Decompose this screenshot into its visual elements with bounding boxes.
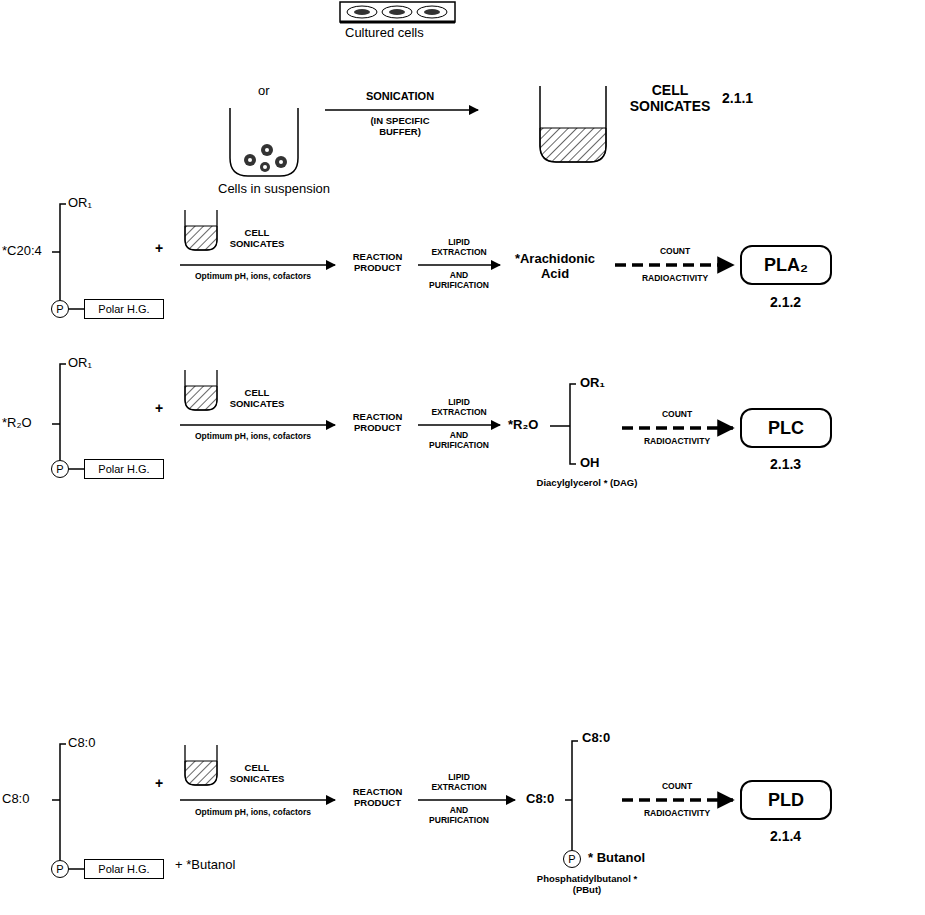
label-text: 2.1.1 (722, 90, 753, 106)
phosphate-circle: P (51, 300, 69, 318)
node-text: P (56, 303, 63, 315)
headgroup-box: Polar H.G. (84, 859, 164, 879)
label-text: COUNT (647, 410, 707, 420)
label-text: CELL SONICATES (222, 388, 292, 410)
label-text: OR₁ (580, 376, 605, 391)
label-text: *Arachidonic Acid (505, 252, 605, 282)
headgroup-box: Polar H.G. (84, 299, 164, 319)
label-text: + *Butanol (175, 858, 235, 873)
node-text: Polar H.G. (98, 463, 149, 475)
label-text: OR₁ (68, 356, 92, 371)
label-text: RADIOACTIVITY (632, 809, 722, 819)
label-text: CELL SONICATES (625, 82, 715, 114)
label-text: + (155, 775, 163, 791)
label-text: COUNT (647, 782, 707, 792)
label-text: AND PURIFICATION (420, 271, 498, 291)
node-text: P (56, 463, 63, 475)
label-text: Phosphatidylbutanol * (PBut) (532, 874, 642, 896)
label-text: Diacylglycerol * (DAG) (532, 478, 642, 489)
label-text: + (155, 400, 163, 416)
enzyme-box: PLD (740, 780, 832, 820)
label-text: AND PURIFICATION (420, 806, 498, 826)
label-text: REACTION PRODUCT (340, 787, 415, 809)
label-text: *C20:4 (2, 244, 42, 259)
label-text: or (258, 84, 270, 99)
bond-line (69, 308, 84, 310)
label-text: 2.1.3 (770, 456, 801, 472)
node-text: PLD (768, 790, 804, 811)
label-text: LIPID EXTRACTION (420, 773, 498, 793)
phosphate-circle: P (51, 860, 69, 878)
lipid-skeletons (52, 204, 578, 860)
node-text: PLC (768, 418, 804, 439)
label-text: Optimum pH, ions, cofactors (188, 808, 318, 818)
label-text: OH (580, 456, 600, 471)
label-text: Cultured cells (345, 26, 424, 41)
label-text: RADIOACTIVITY (632, 437, 722, 447)
node-text: P (568, 853, 575, 865)
label-text: 2.1.2 (770, 294, 801, 310)
label-text: CELL SONICATES (222, 228, 292, 250)
cell-tube (230, 108, 298, 176)
label-text: SONICATION (350, 90, 450, 103)
headgroup-box: Polar H.G. (84, 459, 164, 479)
label-text: Optimum pH, ions, cofactors (188, 272, 318, 282)
label-text: CELL SONICATES (222, 763, 292, 785)
label-text: LIPID EXTRACTION (420, 398, 498, 418)
label-text: COUNT (645, 247, 705, 257)
bond-line (69, 468, 84, 470)
label-text: REACTION PRODUCT (340, 412, 415, 434)
enzyme-box: PLC (740, 408, 832, 448)
label-text: Cells in suspension (218, 182, 330, 197)
phosphate-circle: P (51, 460, 69, 478)
node-text: Polar H.G. (98, 303, 149, 315)
label-text: RADIOACTIVITY (630, 274, 720, 284)
label-text: LIPID EXTRACTION (420, 238, 498, 258)
label-text: REACTION PRODUCT (340, 252, 415, 274)
label-text: *R₂O (508, 418, 538, 433)
label-text: (IN SPECIFIC BUFFER) (360, 116, 440, 138)
node-text: P (56, 863, 63, 875)
phosphate-circle: P (563, 850, 581, 868)
label-text: Optimum pH, ions, cofactors (188, 432, 318, 442)
culture-plate (340, 2, 455, 22)
label-text: C8:0 (526, 792, 554, 807)
label-text: * Butanol (588, 851, 645, 866)
label-text: C8:0 (582, 731, 610, 746)
label-text: C8:0 (68, 736, 95, 751)
sonicate-tube (540, 86, 606, 162)
label-text: 2.1.4 (770, 828, 801, 844)
enzyme-box: PLA₂ (740, 245, 832, 285)
label-text: *R₂O (2, 416, 32, 431)
bond-line (69, 868, 84, 870)
label-text: C8:0 (2, 792, 29, 807)
label-text: AND PURIFICATION (420, 431, 498, 451)
node-text: PLA₂ (764, 255, 808, 276)
label-text: + (155, 240, 163, 256)
node-text: Polar H.G. (98, 863, 149, 875)
label-text: OR₁ (68, 196, 92, 211)
